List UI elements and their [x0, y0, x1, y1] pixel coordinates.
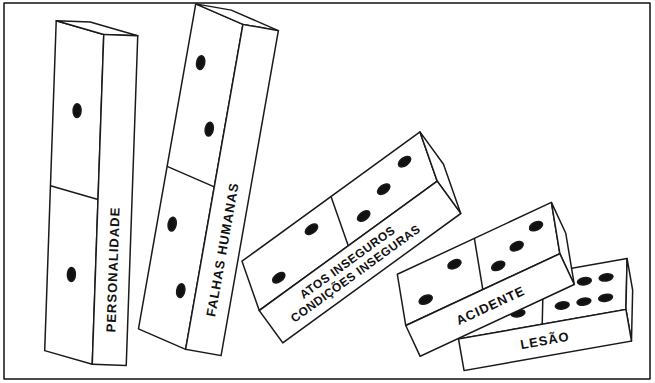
domino-pip — [576, 297, 591, 306]
domino-end — [194, 4, 281, 31]
domino-pip — [509, 240, 525, 253]
domino-pip — [528, 220, 544, 233]
domino-divider — [165, 166, 216, 187]
domino-pip — [195, 55, 205, 70]
domino-pip — [376, 182, 392, 197]
domino-pip — [67, 267, 75, 281]
domino-label: PERSONALIDADE — [103, 207, 122, 333]
domino-divider — [462, 238, 496, 289]
domino-pip — [418, 293, 434, 306]
domino-pip — [303, 222, 319, 237]
domino-pip — [555, 301, 570, 310]
domino-shape — [44, 21, 138, 366]
domino-pip — [598, 293, 613, 302]
domino-pip — [271, 270, 287, 285]
domino-side — [92, 35, 137, 366]
domino-pip — [599, 273, 614, 282]
domino-end — [56, 21, 138, 36]
domino-side — [406, 254, 574, 357]
frame — [4, 3, 650, 379]
domino-pip — [73, 103, 81, 117]
domino-divider — [50, 186, 98, 200]
domino-pip — [490, 259, 506, 272]
domino-pip — [356, 209, 372, 224]
domino-pip — [167, 217, 177, 232]
domino-shape — [230, 132, 473, 343]
domino-pip — [577, 277, 592, 286]
domino-pip — [446, 258, 462, 271]
domino-pip — [397, 154, 413, 169]
domino-pip — [176, 283, 186, 298]
domino-side — [259, 181, 460, 343]
domino-pip — [204, 122, 214, 137]
domino-divider — [319, 197, 361, 246]
